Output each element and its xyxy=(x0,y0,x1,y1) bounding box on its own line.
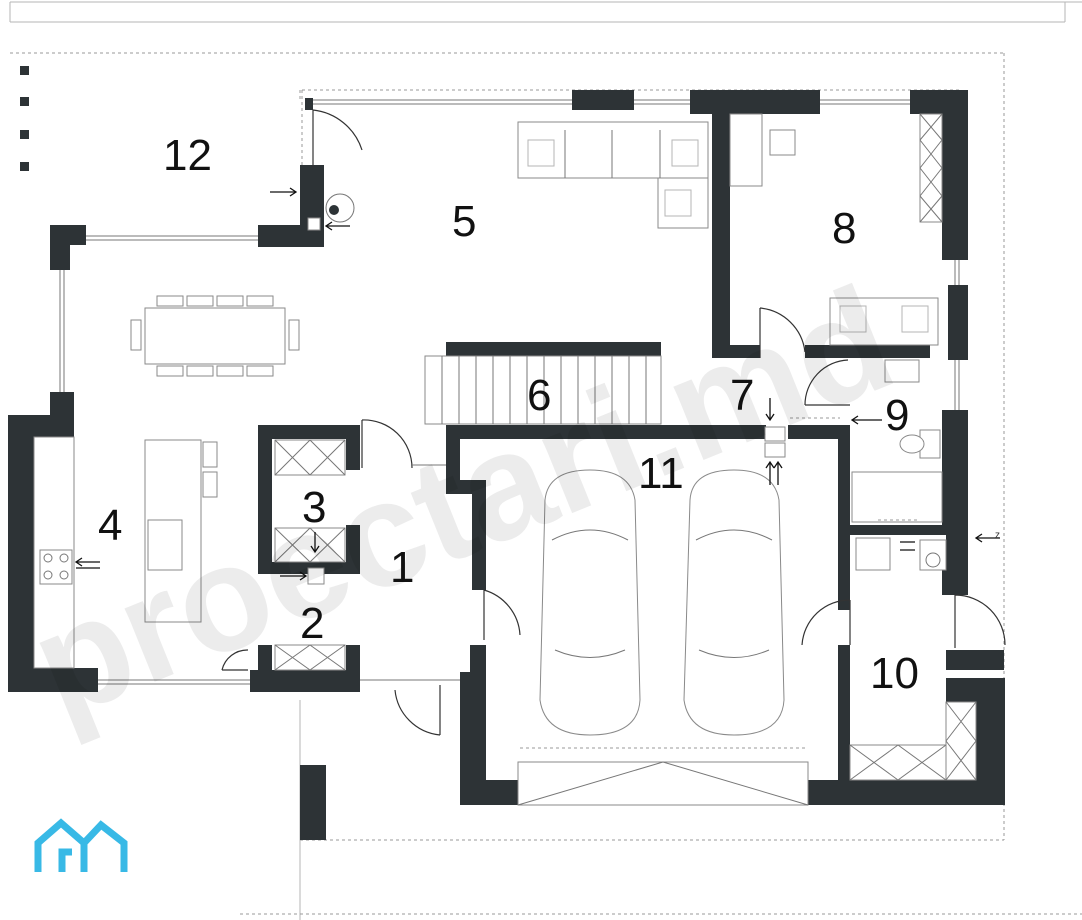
room-label: 4 xyxy=(98,501,122,550)
sofa-icon xyxy=(517,121,709,229)
stove-icon xyxy=(39,549,73,585)
windows xyxy=(59,99,960,685)
garage-door xyxy=(517,747,809,806)
toilet-icon xyxy=(899,434,925,454)
utility-equipment xyxy=(849,533,1000,781)
washbasin-icon xyxy=(884,359,920,383)
room-label: 1 xyxy=(390,543,414,592)
chimney xyxy=(270,187,355,231)
stairs-icon xyxy=(424,355,662,425)
terrace-posts xyxy=(20,66,29,171)
room-8-furniture xyxy=(729,113,943,346)
boiler-icon xyxy=(307,567,325,585)
room-label: 3 xyxy=(302,483,326,532)
meter-boxes xyxy=(764,398,840,485)
room-label: 9 xyxy=(885,391,909,440)
room-label: 2 xyxy=(300,599,324,648)
dining-table-icon xyxy=(130,295,300,377)
room-label: 7 xyxy=(730,371,754,420)
washing-machine-icon xyxy=(919,539,947,571)
bathroom-fixtures xyxy=(850,359,943,523)
storage-cabinets xyxy=(274,439,346,671)
doors xyxy=(221,109,1006,736)
desk-icon xyxy=(729,113,763,187)
bathtub-icon xyxy=(851,471,943,523)
brand-logo-icon xyxy=(34,818,128,872)
room-label: 10 xyxy=(870,649,919,698)
sink-icon xyxy=(147,519,183,571)
car-icon xyxy=(683,469,785,736)
kitchen-furniture xyxy=(33,436,218,669)
room-label: 11 xyxy=(638,449,684,498)
car-icon xyxy=(539,469,641,736)
room-label: 12 xyxy=(163,131,212,180)
gas-marker-label: z xyxy=(995,530,1000,541)
walls xyxy=(8,90,1005,840)
room-label: 5 xyxy=(452,197,476,246)
room-label: 8 xyxy=(832,204,856,253)
room-label: 6 xyxy=(527,371,551,420)
